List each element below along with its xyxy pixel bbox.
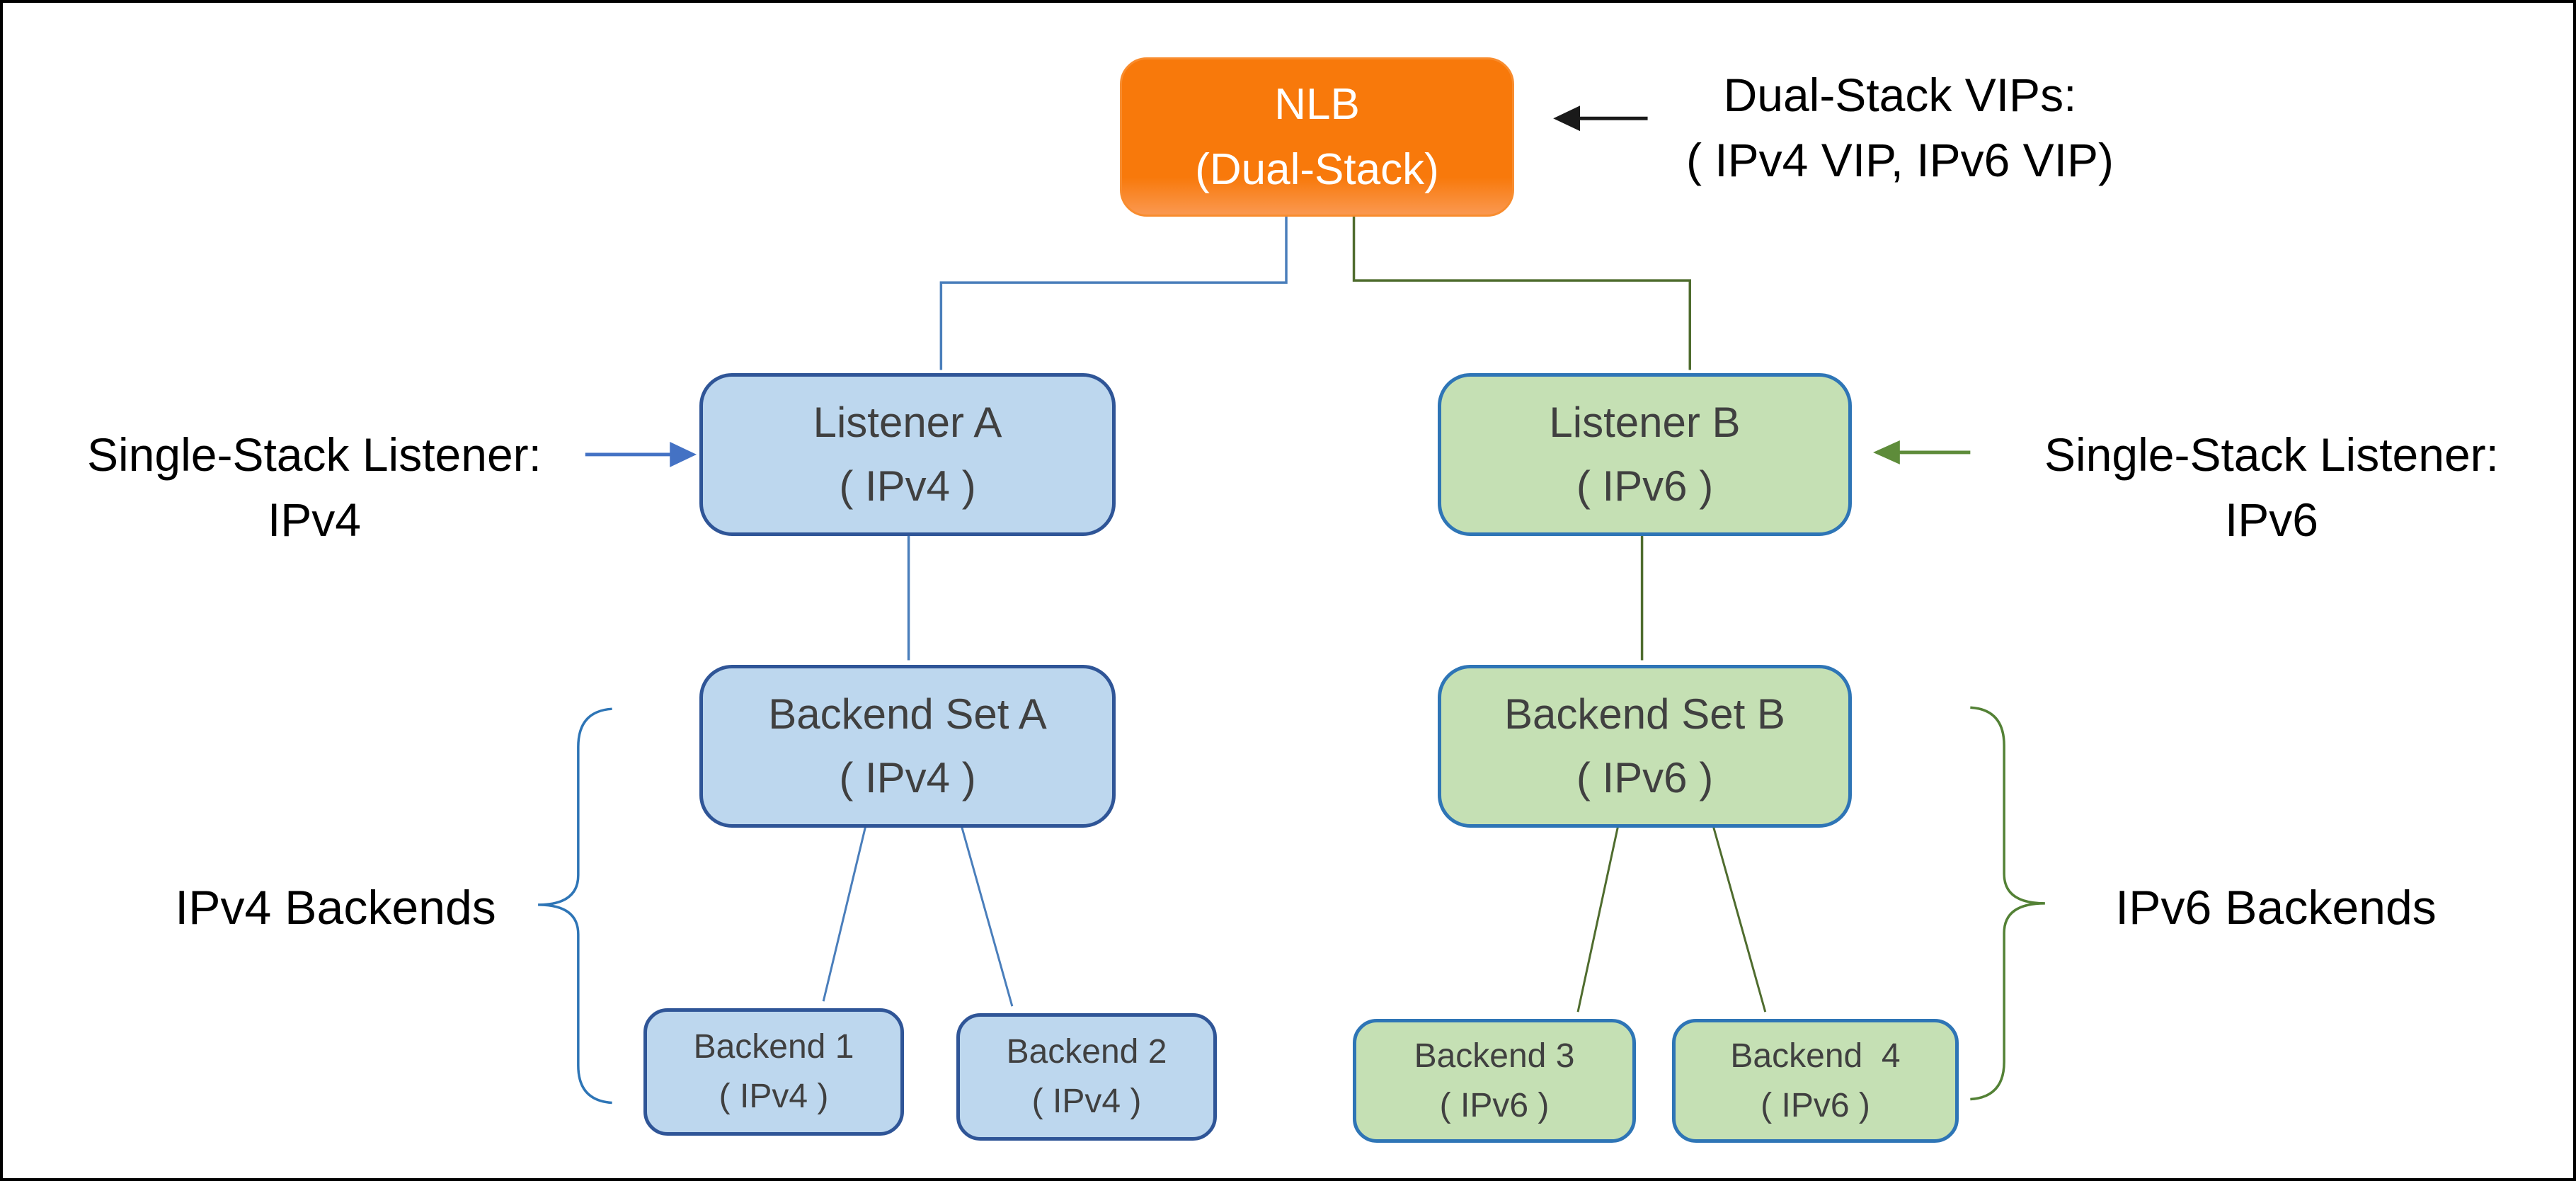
ipv4-backends-label: IPv4 Backends (109, 875, 562, 940)
backend-2-name: Backend 2 (1006, 1033, 1167, 1071)
backend-2-stack: ( IPv4 ) (1031, 1083, 1142, 1120)
backend-1-name: Backend 1 (693, 1028, 854, 1066)
backend-set-a-stack: ( IPv4 ) (839, 754, 976, 801)
listener-b-name: Listener B (1549, 399, 1741, 446)
connector-nlb-listener-a (939, 216, 1288, 370)
connector-backend-set-a-backend-1 (822, 826, 867, 1002)
backend-set-a-name: Backend Set A (768, 690, 1047, 738)
ipv6-backends-text: IPv6 Backends (2115, 881, 2437, 935)
ssl-ipv6-line2: IPv6 (2224, 493, 2319, 546)
dual-stack-vips-line1: Dual-Stack VIPs: (1723, 69, 2077, 121)
node-nlb: NLB (Dual-Stack) (1120, 57, 1514, 217)
backend-set-b-stack: ( IPv6 ) (1576, 754, 1714, 801)
node-backend-1: Backend 1 ( IPv4 ) (643, 1008, 904, 1136)
backend-1-stack: ( IPv4 ) (719, 1078, 829, 1115)
ipv6-listener-arrow-icon (1873, 440, 1971, 464)
backend-4-name: Backend 4 (1730, 1037, 1901, 1075)
listener-a-name: Listener A (813, 399, 1002, 446)
single-stack-listener-ipv6-label: Single-Stack Listener: IPv6 (1992, 422, 2551, 552)
ipv4-backends-brace (538, 707, 612, 1105)
backend-set-b-name: Backend Set B (1504, 690, 1785, 738)
backend-3-name: Backend 3 (1414, 1037, 1575, 1075)
backend-3-stack: ( IPv6 ) (1439, 1086, 1550, 1124)
ipv6-backends-label: IPv6 Backends (2049, 875, 2502, 940)
dual-stack-vips-label: Dual-Stack VIPs: ( IPv4 VIP, IPv6 VIP) (1645, 62, 2155, 193)
node-backend-4: Backend 4 ( IPv6 ) (1672, 1019, 1959, 1143)
node-backend-set-a: Backend Set A ( IPv4 ) (699, 665, 1116, 828)
nlb-subtitle: (Dual-Stack) (1195, 144, 1439, 194)
listener-a-stack: ( IPv4 ) (839, 462, 976, 510)
single-stack-listener-ipv4-label: Single-Stack Listener: IPv4 (31, 422, 597, 552)
node-backend-set-b: Backend Set B ( IPv6 ) (1438, 665, 1852, 828)
node-listener-a: Listener A ( IPv4 ) (699, 373, 1116, 536)
backend-4-stack: ( IPv6 ) (1761, 1086, 1870, 1124)
node-listener-b: Listener B ( IPv6 ) (1438, 373, 1852, 536)
connector-backend-set-b-backend-3 (1576, 826, 1620, 1012)
connector-layer (538, 105, 2045, 1105)
dual-stack-vips-line2: ( IPv4 VIP, IPv6 VIP) (1685, 134, 2114, 186)
connector-backend-set-b-backend-4 (1712, 825, 1767, 1012)
node-backend-3: Backend 3 ( IPv6 ) (1353, 1019, 1636, 1143)
node-backend-2: Backend 2 ( IPv4 ) (956, 1013, 1217, 1141)
listener-b-stack: ( IPv6 ) (1576, 462, 1714, 510)
connector-nlb-listener-b (1352, 216, 1692, 370)
ssl-ipv6-line1: Single-Stack Listener: (2044, 428, 2499, 481)
ipv6-backends-brace (1970, 706, 2045, 1101)
ssl-ipv4-line1: Single-Stack Listener: (87, 428, 542, 481)
vips-arrow-icon (1553, 105, 1648, 132)
connector-backend-set-a-backend-2 (960, 825, 1014, 1007)
ssl-ipv4-line2: IPv4 (267, 493, 362, 546)
ipv4-backends-text: IPv4 Backends (175, 881, 496, 935)
nlb-name: NLB (1274, 79, 1360, 129)
ipv4-listener-arrow-icon (585, 442, 697, 467)
